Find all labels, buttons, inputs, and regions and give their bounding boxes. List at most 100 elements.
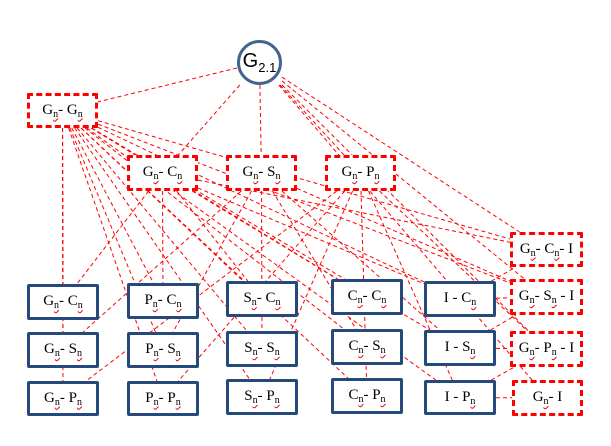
label-text: C (347, 288, 358, 304)
label-subscript: n (252, 395, 258, 406)
edge-gs-gsi (296, 187, 511, 282)
label-subscript: n (275, 297, 281, 308)
node-label: Pn- Pn (145, 390, 180, 408)
label-text: - S (258, 164, 276, 180)
label-subscript: n (530, 247, 536, 259)
label-subscript: n (274, 347, 280, 358)
node-label: Cn- Cn (348, 288, 387, 306)
label-text: G (519, 240, 531, 257)
node-label: Gn- Sn - I (519, 288, 574, 306)
label-text: G (242, 164, 254, 180)
node-label: Gn- Cn (43, 293, 83, 311)
edge-i_c-gci (491, 266, 517, 282)
node-gn-gn: Gn- Gn (27, 93, 98, 128)
node-label: Sn- Cn (243, 290, 280, 308)
label-subscript: n (76, 348, 82, 359)
edge-gp-gpi (379, 190, 528, 332)
node-i-c: I - Cn (424, 281, 496, 317)
node-g-p: Gn- Pn (27, 381, 99, 416)
label-subscript: n (153, 171, 159, 182)
label-text: G (44, 389, 55, 406)
label-text: C (348, 338, 359, 354)
label-text: - P (158, 389, 176, 406)
label-subscript: n (53, 108, 59, 120)
node-gn-pn-i: Gn- Pn - I (510, 331, 583, 367)
node-label: Gn- Cn- I (520, 241, 573, 259)
edge-gc-g_c (76, 190, 150, 285)
edge-gs-g_s (82, 190, 242, 333)
node-gn-cn: Gn- Cn (127, 155, 198, 191)
label-subscript: n (543, 396, 549, 407)
label-text: - P (257, 388, 275, 404)
label-text: - I (559, 240, 574, 257)
edge-gc-s_c (176, 190, 249, 282)
label-text: - P (534, 340, 552, 356)
label-text: P (145, 389, 154, 406)
edge-gc-i_c (197, 187, 425, 285)
label-text: G (42, 101, 54, 118)
label-subscript: n (380, 394, 386, 405)
label-subscript: n (551, 295, 557, 306)
node-p-p: Pn- Pn (127, 381, 199, 416)
label-subscript: n (54, 300, 60, 311)
label-subscript: n (153, 396, 159, 408)
label-subscript: n (175, 396, 181, 408)
node-label: Gn- I (533, 389, 563, 407)
node-label: Pn- Sn (145, 341, 180, 359)
edge-gg-c_p (80, 127, 349, 379)
node-c-s: Cn- Sn (331, 329, 403, 365)
node-i-p: I - Pn (424, 380, 496, 415)
label-subscript: n (175, 348, 181, 359)
label-text: - I (556, 340, 575, 356)
node-label: Gn- Pn (44, 390, 82, 408)
label-text: - S (534, 288, 552, 304)
label-subscript: n (153, 348, 159, 359)
label-text: P (144, 292, 153, 308)
edge-gg-c_s (84, 127, 345, 330)
label-text: - G (58, 101, 78, 118)
label-text: S (243, 290, 252, 306)
edge-gg-s_s (76, 127, 248, 332)
label-subscript: n (381, 295, 387, 306)
label-subscript: n (275, 171, 281, 182)
node-label: Cn- Pn (348, 387, 385, 405)
node-gn-sn: Gn- Sn (226, 155, 297, 191)
node-gn-pn: Gn- Pn (325, 155, 396, 191)
node-label: Gn- Cn (143, 164, 183, 182)
node-gn-sn-i: Gn- Sn - I (510, 279, 583, 315)
label-text: S (244, 340, 253, 356)
label-text: I - P (444, 388, 471, 405)
edge-gc-c_c (191, 190, 338, 280)
edge-root-gci (281, 76, 520, 233)
edge-gg-s_c (80, 127, 244, 282)
node-label: Pn- Cn (144, 292, 181, 310)
label-text: G (341, 164, 353, 180)
label-subscript: n (54, 396, 60, 408)
label-subscript: n (358, 345, 364, 356)
label-text: - C (256, 290, 276, 306)
label-text: - C (158, 164, 178, 180)
label-subscript: n (358, 394, 364, 405)
node-g-c: Gn- Cn (27, 284, 99, 320)
node-label: Sn- Pn (244, 388, 279, 406)
root-label: G2.1 (243, 50, 277, 75)
label-text: I - S (444, 339, 471, 355)
label-text: - S (257, 340, 275, 356)
label-text: - C (535, 240, 555, 257)
label-subscript: n (274, 395, 280, 406)
edge-root-gc (177, 84, 241, 156)
label-subscript: n (551, 347, 557, 358)
label-text: S (244, 388, 253, 404)
label-subscript: n (529, 347, 535, 358)
edge-i_s-gsi (490, 314, 517, 331)
root-label-main: G (242, 50, 259, 72)
label-subscript: n (177, 171, 183, 182)
label-subscript: n (54, 348, 60, 359)
label-text: - C (59, 293, 78, 309)
label-text: - S (59, 341, 77, 357)
label-text: - C (157, 292, 177, 308)
root-node-g2-1: G2.1 (237, 40, 282, 85)
label-text: P (145, 341, 154, 357)
edge-root-gsi (281, 80, 525, 280)
